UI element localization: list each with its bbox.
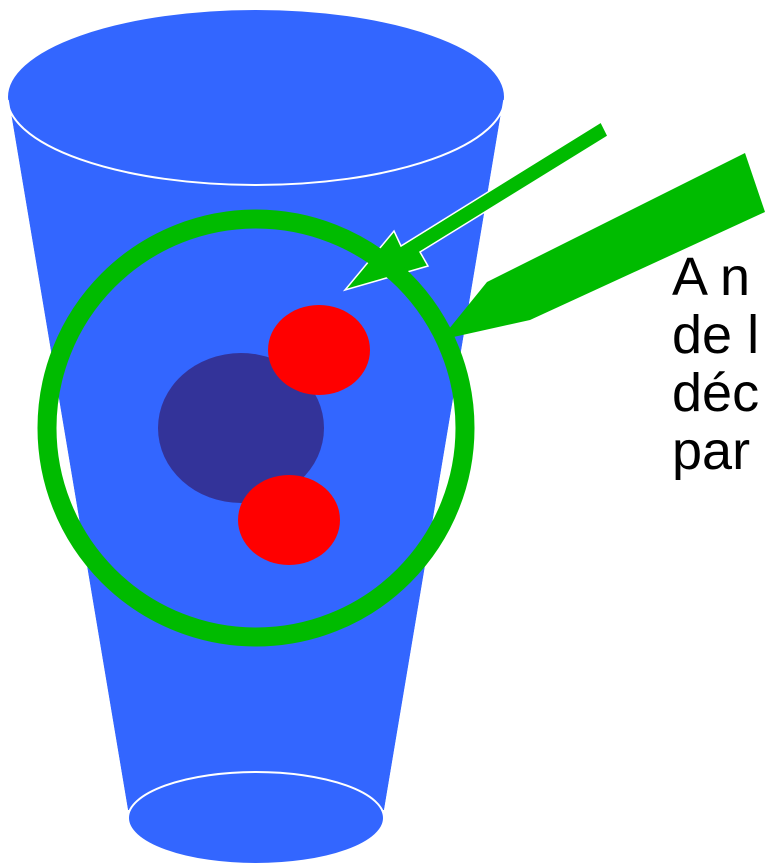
molecule-particle-top — [268, 305, 370, 395]
caption-line: par — [672, 421, 751, 481]
caption-line: A n — [672, 247, 751, 307]
cup-right-edge — [383, 99, 505, 816]
magnifier-ring — [37, 209, 475, 647]
caption-line: de l — [672, 305, 760, 365]
thin-arrow — [342, 120, 609, 292]
molecule-nucleus — [158, 353, 324, 503]
cup-bottom-ellipse — [127, 771, 385, 865]
cup-left-edge — [7, 99, 129, 816]
cup-top-ellipse — [6, 8, 506, 186]
caption-text: A n de l déc par — [672, 248, 767, 480]
molecule-particle-bottom — [238, 475, 340, 565]
caption-line: déc — [672, 363, 760, 423]
magnifier-handle — [440, 153, 765, 340]
